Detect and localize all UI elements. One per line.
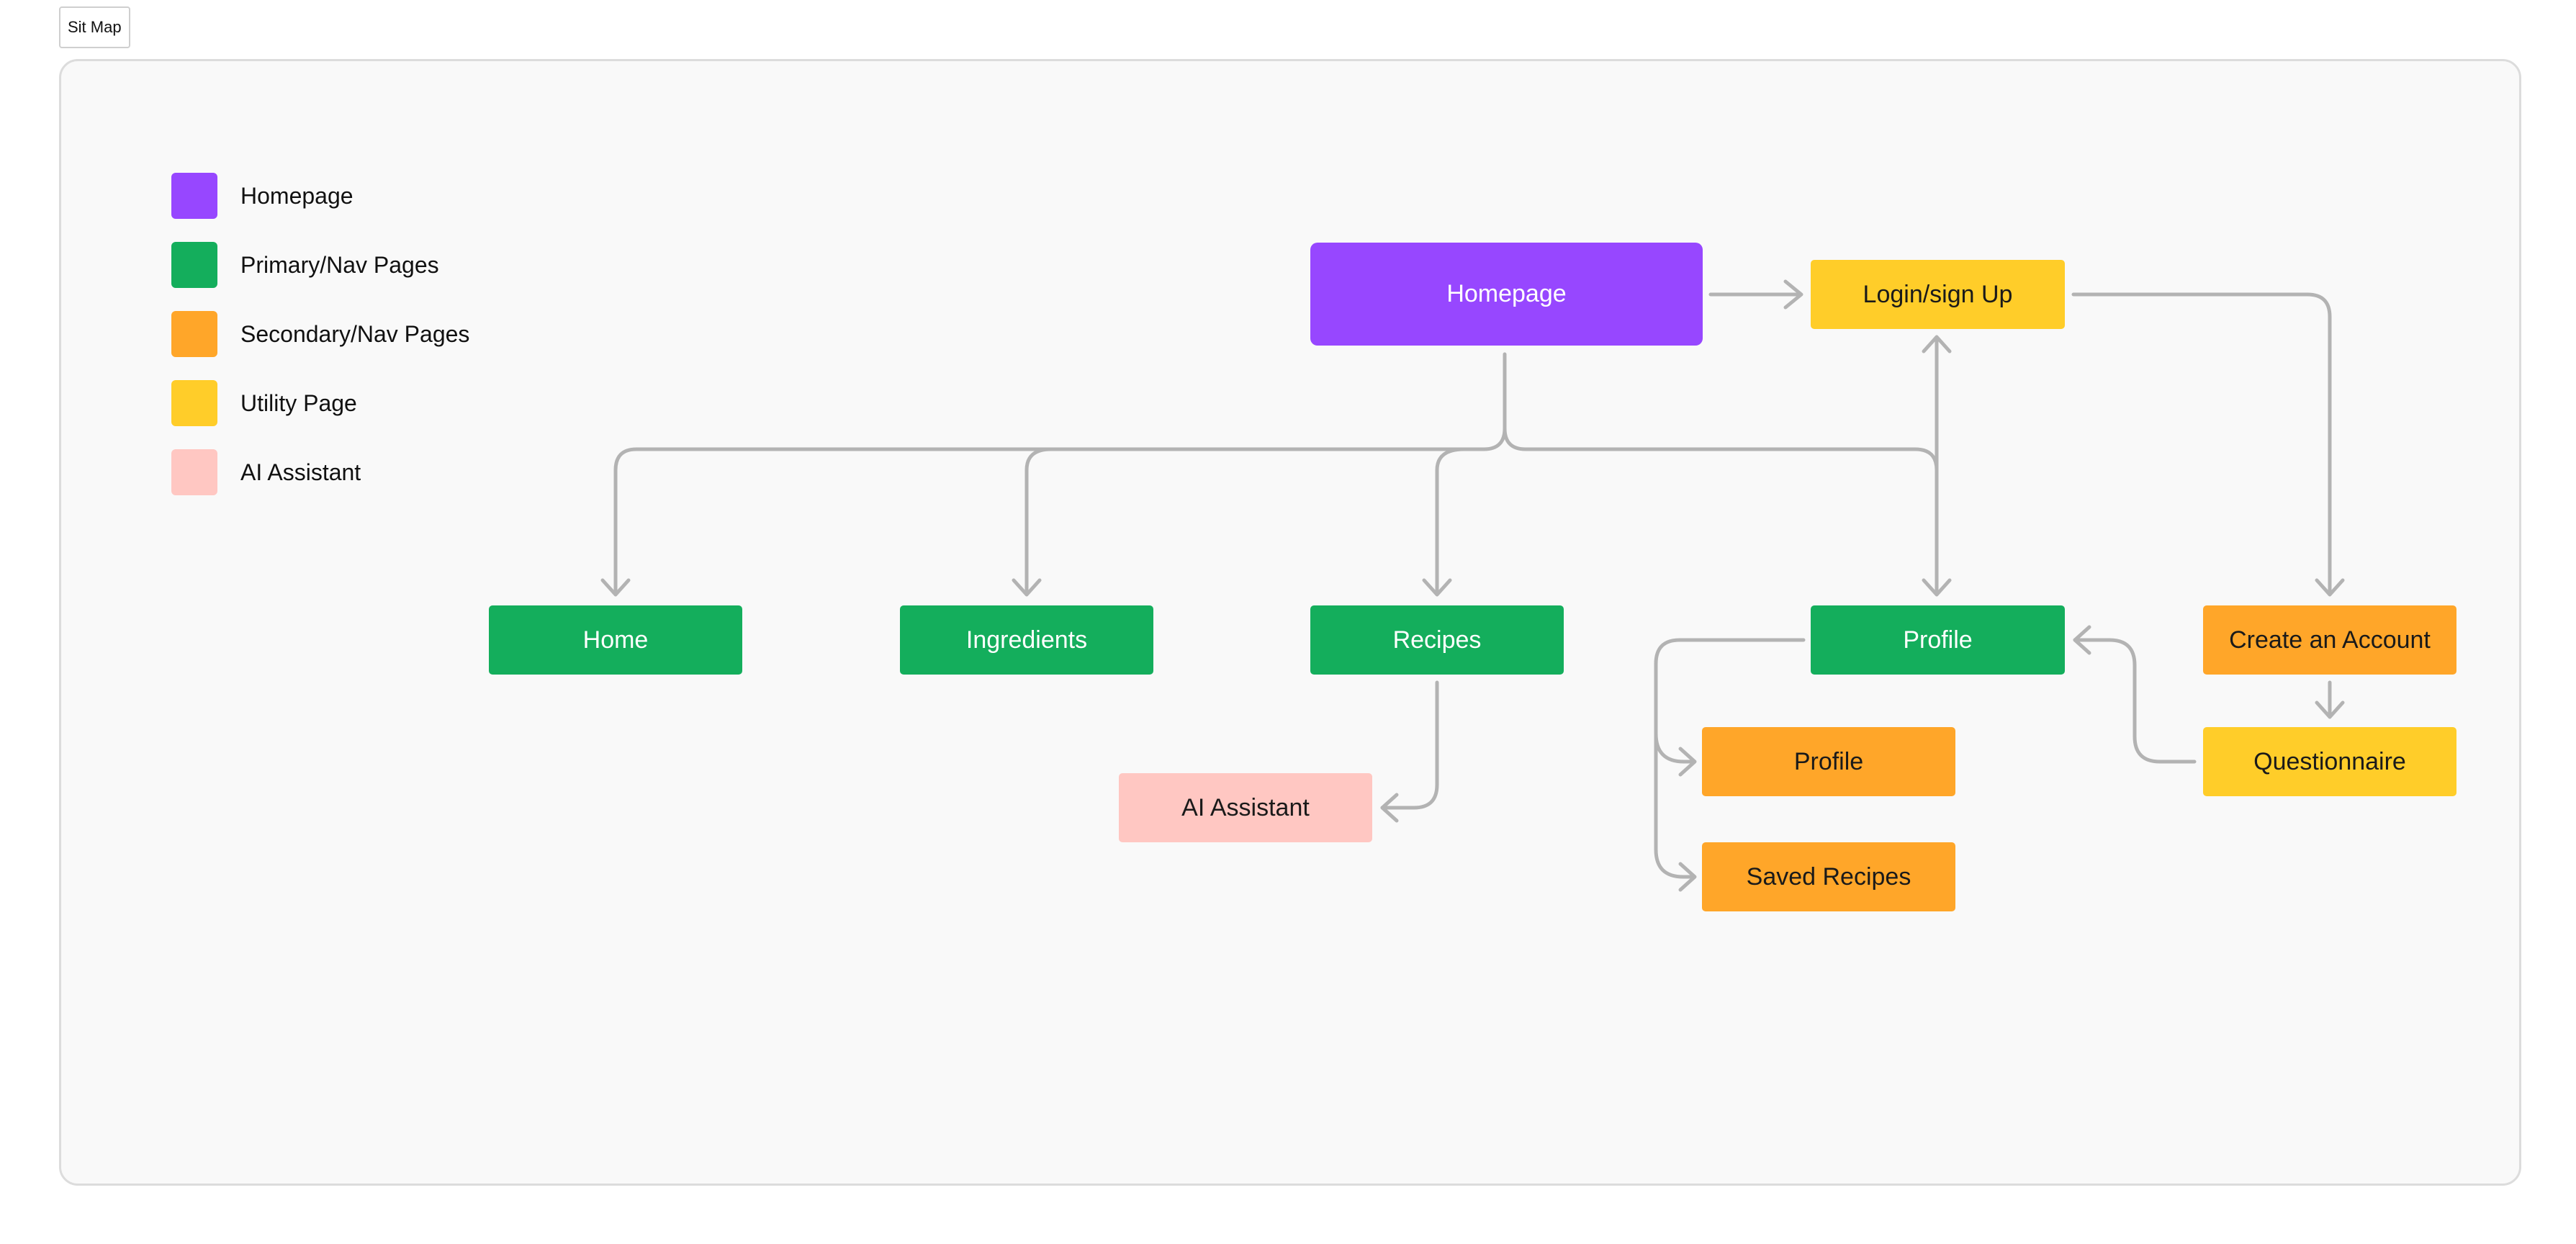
- legend-item-primary-nav: Primary/Nav Pages: [171, 242, 439, 288]
- legend-swatch-homepage: [171, 173, 217, 219]
- legend-swatch-ai-assistant: [171, 449, 217, 495]
- legend-label-homepage: Homepage: [240, 182, 353, 209]
- legend-item-ai-assistant: AI Assistant: [171, 449, 361, 495]
- node-profile[interactable]: Profile: [1811, 605, 2065, 675]
- node-questionnaire[interactable]: Questionnaire: [2203, 727, 2456, 796]
- legend-label-primary-nav: Primary/Nav Pages: [240, 251, 439, 278]
- node-recipes[interactable]: Recipes: [1310, 605, 1564, 675]
- legend-item-utility: Utility Page: [171, 380, 357, 426]
- frame-title-button[interactable]: Sit Map: [59, 6, 130, 48]
- legend-label-secondary-nav: Secondary/Nav Pages: [240, 320, 470, 347]
- sitemap-board: [59, 59, 2521, 1186]
- legend-item-homepage: Homepage: [171, 173, 353, 219]
- node-ai-assistant[interactable]: AI Assistant: [1119, 773, 1372, 842]
- node-profile-subpage[interactable]: Profile: [1702, 727, 1955, 796]
- legend-swatch-utility: [171, 380, 217, 426]
- node-homepage[interactable]: Homepage: [1310, 243, 1703, 346]
- legend-label-utility: Utility Page: [240, 389, 357, 416]
- legend-swatch-primary-nav: [171, 242, 217, 288]
- node-login-sign-up[interactable]: Login/sign Up: [1811, 260, 2065, 329]
- legend-swatch-secondary-nav: [171, 311, 217, 357]
- node-create-an-account[interactable]: Create an Account: [2203, 605, 2456, 675]
- node-ingredients[interactable]: Ingredients: [900, 605, 1153, 675]
- legend-item-secondary-nav: Secondary/Nav Pages: [171, 311, 469, 357]
- legend-label-ai-assistant: AI Assistant: [240, 459, 361, 485]
- node-home[interactable]: Home: [489, 605, 742, 675]
- node-saved-recipes[interactable]: Saved Recipes: [1702, 842, 1955, 911]
